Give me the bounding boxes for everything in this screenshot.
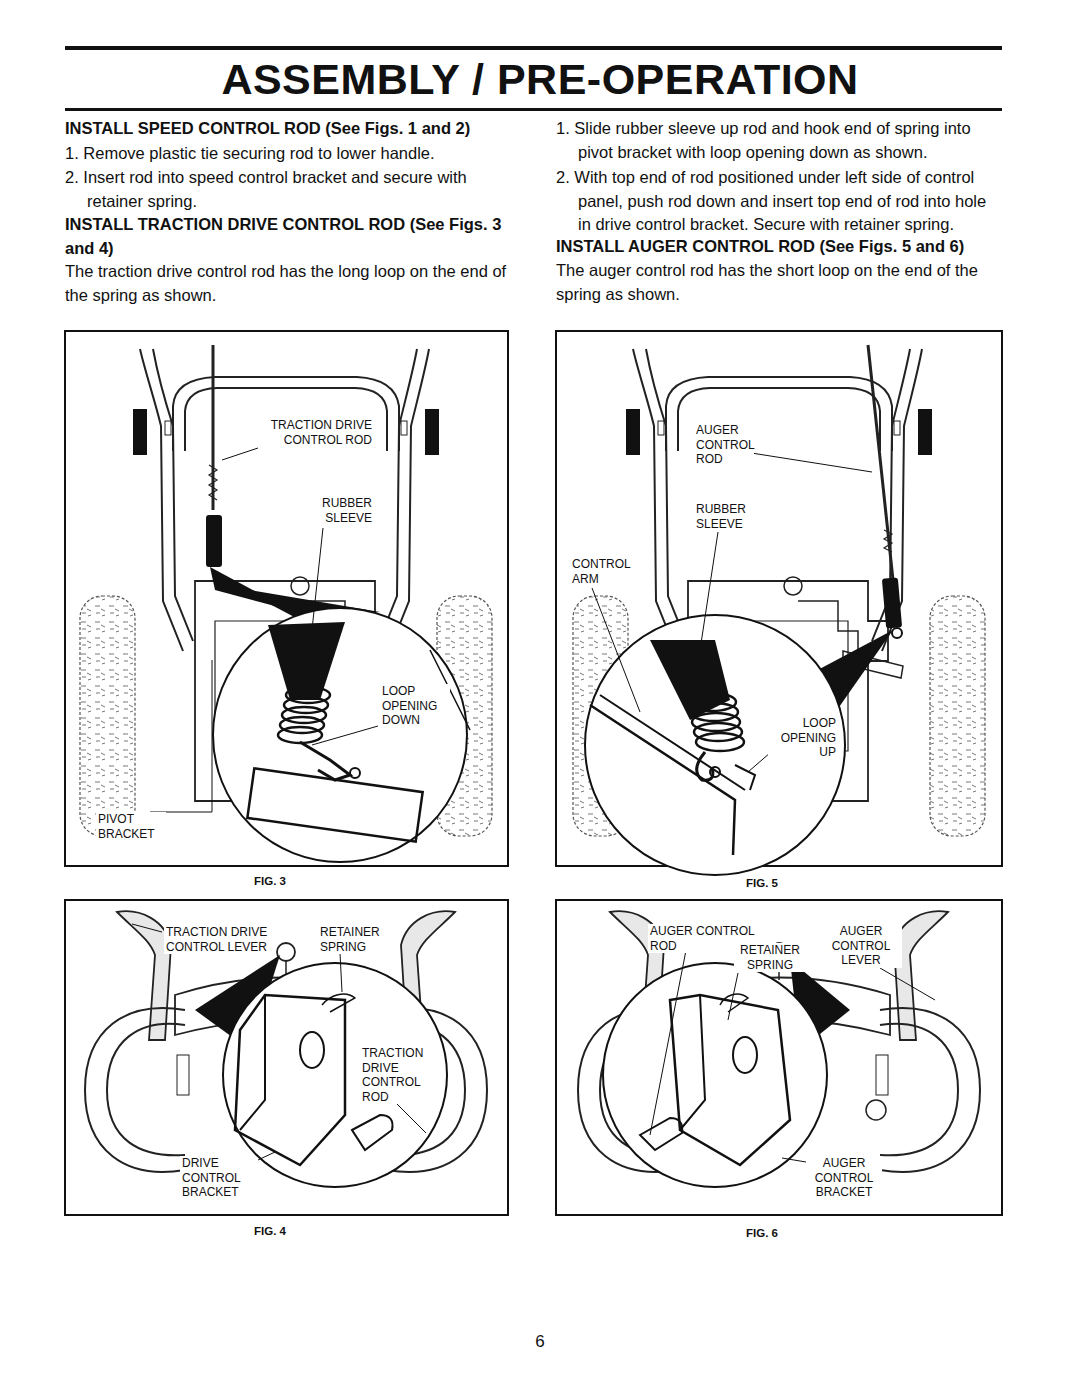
step-text: 2. Insert rod into speed control bracket… <box>65 166 510 213</box>
body-text: The auger control rod has the short loop… <box>556 259 1002 306</box>
section-heading: INSTALL TRACTION DRIVE CONTROL ROD (See … <box>65 213 510 260</box>
figure-number: FIG. 6 <box>732 1226 792 1241</box>
part-label: LOOP OPENING UP <box>768 716 838 760</box>
page-title: ASSEMBLY / PRE-OPERATION <box>0 52 1080 106</box>
part-label: PIVOT BRACKET <box>96 812 166 841</box>
figure-number: FIG. 5 <box>732 876 792 891</box>
body-text: The traction drive control rod has the l… <box>65 260 510 307</box>
figure-number: FIG. 3 <box>240 874 300 889</box>
step-text: 1. Remove plastic tie securing rod to lo… <box>65 142 510 166</box>
page-number: 6 <box>500 1330 580 1354</box>
part-label: TRACTION DRIVE CONTROL LEVER <box>164 925 276 954</box>
part-label: AUGER CONTROL BRACKET <box>806 1156 882 1200</box>
part-label: CONTROL ARM <box>570 557 632 586</box>
part-label: RUBBER SLEEVE <box>694 502 756 531</box>
part-label: AUGER CONTROL ROD <box>694 423 754 467</box>
part-label: LOOP OPENING DOWN <box>380 684 450 728</box>
part-label: TRACTION DRIVE CONTROL ROD <box>360 1046 432 1104</box>
figure-number: FIG. 4 <box>240 1224 300 1239</box>
step-text: 2. With top end of rod positioned under … <box>556 166 1002 237</box>
step-text: 1. Slide rubber sleeve up rod and hook e… <box>556 117 1002 164</box>
part-label: RETAINER SPRING <box>734 943 806 972</box>
section-heading: INSTALL AUGER CONTROL ROD (See Figs. 5 a… <box>556 235 1002 259</box>
part-label: RUBBER SLEEVE <box>300 496 374 525</box>
section-heading: INSTALL SPEED CONTROL ROD (See Figs. 1 a… <box>65 117 510 141</box>
part-label: AUGER CONTROL LEVER <box>820 924 902 968</box>
part-label: TRACTION DRIVE CONTROL ROD <box>262 418 374 447</box>
part-label: RETAINER SPRING <box>318 925 398 954</box>
part-label: DRIVE CONTROL BRACKET <box>180 1156 256 1200</box>
